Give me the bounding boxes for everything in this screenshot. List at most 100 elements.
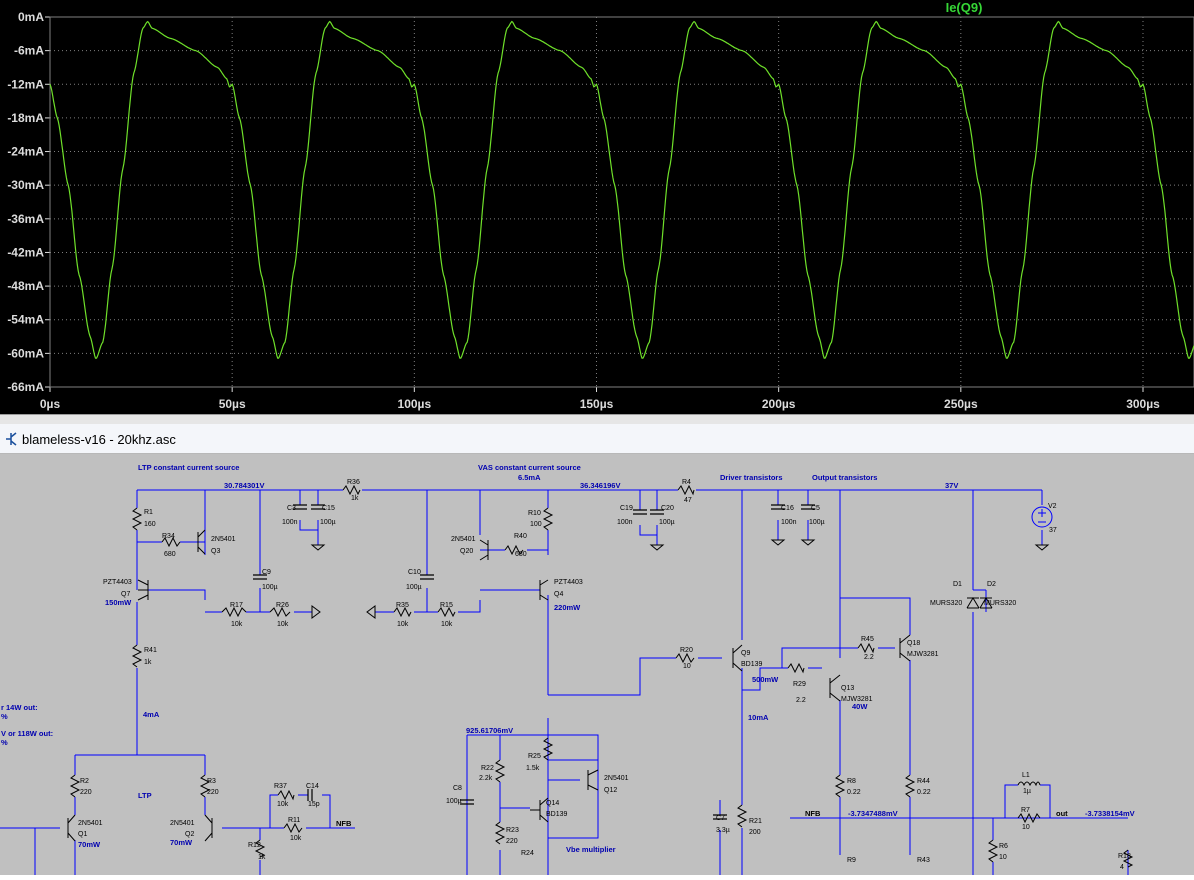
svg-text:R2: R2 <box>80 778 89 785</box>
svg-text:10k: 10k <box>277 621 289 628</box>
svg-text:C16: C16 <box>781 505 794 512</box>
svg-text:2N5401: 2N5401 <box>78 820 103 827</box>
svg-text:2.2: 2.2 <box>864 654 874 661</box>
svg-text:47: 47 <box>684 497 692 504</box>
x-tick-label: 0µs <box>40 397 61 411</box>
svg-text:160: 160 <box>144 521 156 528</box>
svg-text:R26: R26 <box>276 602 289 609</box>
svg-text:C15: C15 <box>322 505 335 512</box>
node-vout: -3.7338154mV <box>1085 809 1135 818</box>
power-q13: 40W <box>852 702 868 711</box>
y-tick-label: -60mA <box>7 346 44 360</box>
svg-text:100µ: 100µ <box>320 519 336 526</box>
svg-text:R36: R36 <box>347 479 360 486</box>
svg-text:3.3µ: 3.3µ <box>716 827 730 834</box>
svg-text:2.2: 2.2 <box>796 697 806 704</box>
svg-text:Q12: Q12 <box>604 787 617 794</box>
x-tick-label: 50µs <box>219 397 246 411</box>
side-note-4: % <box>1 738 8 747</box>
svg-text:R3: R3 <box>207 778 216 785</box>
transistors <box>67 529 911 842</box>
svg-text:R17: R17 <box>230 602 243 609</box>
plot-frame <box>49 16 1194 388</box>
label-driver: Driver transistors <box>720 473 783 482</box>
trace-label[interactable]: Ie(Q9) <box>946 0 983 15</box>
svg-text:R23: R23 <box>506 827 519 834</box>
svg-text:1µ: 1µ <box>1023 788 1031 795</box>
trace-ie-q9[interactable] <box>49 20 1194 359</box>
svg-text:R18: R18 <box>1118 853 1131 860</box>
svg-text:V2: V2 <box>1048 503 1057 510</box>
schematic-title-bar[interactable]: blameless-v16 - 20khz.asc <box>0 424 1194 454</box>
side-note-3: V or 118W out: <box>1 729 53 738</box>
side-note-1: r 14W out: <box>1 703 38 712</box>
svg-text:R21: R21 <box>749 818 762 825</box>
svg-text:C8: C8 <box>453 785 462 792</box>
svg-text:100n: 100n <box>617 519 633 526</box>
x-tick-label: 100µs <box>398 397 432 411</box>
svg-text:R35: R35 <box>396 602 409 609</box>
svg-text:680: 680 <box>164 551 176 558</box>
svg-text:2N5401: 2N5401 <box>170 820 195 827</box>
svg-text:BD139: BD139 <box>741 661 763 668</box>
node-v4: 925.61706mV <box>466 726 513 735</box>
svg-text:100n: 100n <box>282 519 298 526</box>
net-nfb-1: NFB <box>336 819 352 828</box>
svg-text:D1: D1 <box>953 581 962 588</box>
net-out: out <box>1056 809 1068 818</box>
svg-text:R29: R29 <box>793 681 806 688</box>
svg-text:Q18: Q18 <box>907 640 920 647</box>
svg-text:Q14: Q14 <box>546 800 559 807</box>
schematic-icon <box>6 432 17 446</box>
schematic-drawing[interactable]: LTP constant current source VAS constant… <box>0 454 1194 875</box>
svg-text:Q4: Q4 <box>554 591 563 598</box>
svg-text:R15: R15 <box>440 602 453 609</box>
power-q2: 70mW <box>170 838 193 847</box>
svg-text:220: 220 <box>506 838 518 845</box>
svg-text:2N5401: 2N5401 <box>604 775 629 782</box>
svg-text:1k: 1k <box>351 495 359 502</box>
svg-text:D2: D2 <box>987 581 996 588</box>
svg-text:R6: R6 <box>999 843 1008 850</box>
label-ltp-ccs: LTP constant current source <box>138 463 239 472</box>
waveform-plot[interactable]: 0mA-6mA-12mA-18mA-24mA-30mA-36mA-42mA-48… <box>0 0 1194 414</box>
y-tick-label: -36mA <box>7 212 44 226</box>
y-tick-label: -48mA <box>7 279 44 293</box>
svg-text:100µ: 100µ <box>262 584 278 591</box>
svg-text:PZT4403: PZT4403 <box>554 579 583 586</box>
svg-text:C19: C19 <box>620 505 633 512</box>
svg-text:Q2: Q2 <box>185 831 194 838</box>
y-tick-label: -12mA <box>7 77 44 91</box>
node-v3: 37V <box>945 481 958 490</box>
resistors <box>69 484 1134 868</box>
y-tick-label: -66mA <box>7 380 44 394</box>
svg-text:R9: R9 <box>847 857 856 864</box>
y-axis: 0mA-6mA-12mA-18mA-24mA-30mA-36mA-42mA-48… <box>7 10 1194 394</box>
svg-text:15p: 15p <box>308 801 320 808</box>
svg-text:R11: R11 <box>288 817 300 824</box>
waveform-plot-pane[interactable]: 0mA-6mA-12mA-18mA-24mA-30mA-36mA-42mA-48… <box>0 0 1194 414</box>
y-tick-label: 0mA <box>18 10 44 24</box>
svg-text:Q13: Q13 <box>841 685 854 692</box>
svg-text:L1: L1 <box>1022 772 1030 779</box>
svg-text:100µ: 100µ <box>446 798 462 805</box>
svg-text:10k: 10k <box>441 621 453 628</box>
pane-separator[interactable] <box>0 414 1194 424</box>
schematic-canvas[interactable]: LTP constant current source VAS constant… <box>0 454 1194 875</box>
svg-text:100: 100 <box>530 521 542 528</box>
node-i1: 6.5mA <box>518 473 541 482</box>
svg-text:PZT4403: PZT4403 <box>103 579 132 586</box>
svg-text:C7: C7 <box>716 815 725 822</box>
label-ltp: LTP <box>138 791 152 800</box>
svg-text:MJW3281: MJW3281 <box>907 651 939 658</box>
svg-text:C10: C10 <box>408 569 421 576</box>
svg-text:100µ: 100µ <box>659 519 675 526</box>
svg-text:R4: R4 <box>682 479 691 486</box>
svg-text:R41: R41 <box>144 647 157 654</box>
svg-text:10: 10 <box>683 663 691 670</box>
side-note-2: % <box>1 712 8 721</box>
svg-text:10: 10 <box>999 854 1007 861</box>
svg-text:R37: R37 <box>274 783 287 790</box>
